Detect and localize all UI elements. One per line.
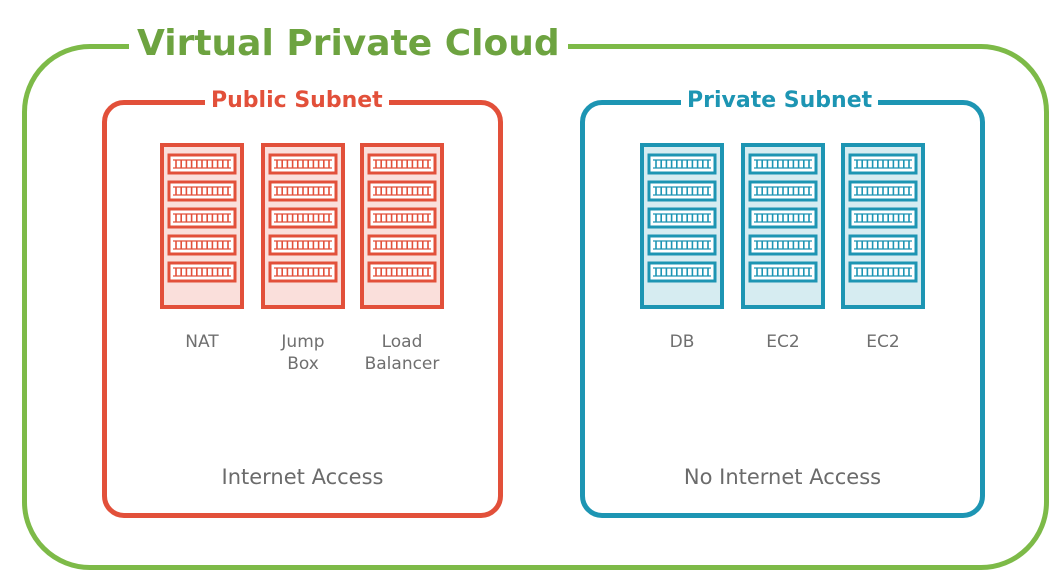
server-label: DB — [669, 332, 695, 352]
server-rack-icon — [160, 143, 244, 309]
load-balancer-server: Load Balancer — [360, 143, 444, 374]
server-label: EC2 — [766, 332, 800, 352]
server-label: NAT — [185, 332, 219, 352]
server-rack-icon — [360, 143, 444, 309]
jump-box-server: Jump Box — [261, 143, 345, 374]
server-rack-icon — [841, 143, 925, 309]
ec2-server-2: EC2 — [841, 143, 925, 352]
vpc-title: Virtual Private Cloud — [129, 20, 568, 68]
private-subnet: Private Subnet DB EC2 EC2 No Internet Ac… — [580, 86, 985, 518]
server-label: Jump Box — [281, 332, 325, 374]
ec2-server-1: EC2 — [741, 143, 825, 352]
public-subnet-title: Public Subnet — [205, 86, 389, 116]
public-subnet: Public Subnet NAT Jump Box Load Balancer… — [102, 86, 503, 518]
server-rack-icon — [640, 143, 724, 309]
private-subnet-title: Private Subnet — [681, 86, 879, 116]
server-rack-icon — [741, 143, 825, 309]
server-label: EC2 — [866, 332, 900, 352]
server-label: Load Balancer — [364, 332, 440, 374]
server-rack-icon — [261, 143, 345, 309]
no-internet-access-label: No Internet Access — [683, 465, 882, 489]
internet-access-label: Internet Access — [221, 465, 384, 489]
nat-server: NAT — [160, 143, 244, 352]
db-server: DB — [640, 143, 724, 352]
